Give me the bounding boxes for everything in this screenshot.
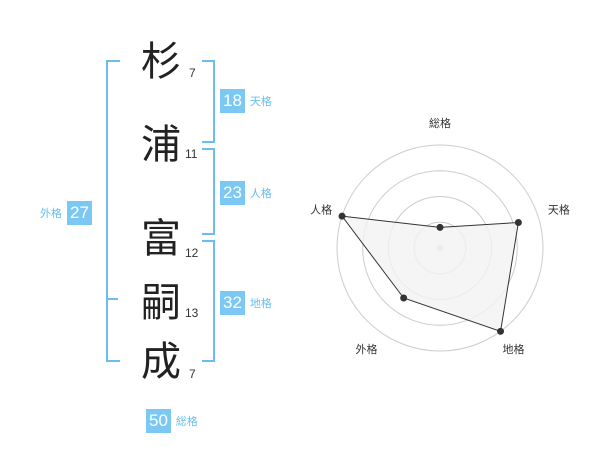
jinkaku-label: 人格 xyxy=(249,187,272,200)
stroke-count-4: 13 xyxy=(185,306,199,320)
gaikaku-bracket xyxy=(106,60,120,362)
radar-axis-label-5: 人格 xyxy=(310,202,332,216)
radar-polygon xyxy=(340,215,519,332)
gaikaku-value: 27 xyxy=(67,201,92,225)
radar-point-3 xyxy=(497,327,505,335)
jinkaku-score: 23 人格 xyxy=(220,181,272,205)
soukaku-value: 50 xyxy=(146,409,171,433)
gaikaku-score: 外格 27 xyxy=(40,201,92,225)
jinkaku-value: 23 xyxy=(220,181,245,205)
name-char-2: 浦 xyxy=(141,122,181,168)
chikaku-score: 32 地格 xyxy=(220,291,272,315)
name-char-4: 嗣 xyxy=(141,280,181,326)
chikaku-value: 32 xyxy=(220,291,245,315)
radar-grid-ring xyxy=(362,170,518,326)
soukaku-label: 総格 xyxy=(175,415,198,428)
radar-axis-label-1: 総格 xyxy=(429,116,451,130)
radar-point-5 xyxy=(338,212,346,220)
radar-point-1 xyxy=(436,223,444,231)
radar-axis-label-3: 地格 xyxy=(502,342,524,356)
name-char-1: 杉 xyxy=(141,39,181,85)
chikaku-label: 地格 xyxy=(249,297,272,310)
stroke-count-5: 7 xyxy=(189,367,196,381)
tenkaku-score: 18 天格 xyxy=(220,89,272,113)
tenkaku-bracket xyxy=(202,60,215,143)
soukaku-score: 50 総格 xyxy=(146,409,198,433)
radar-grid-ring xyxy=(336,144,544,352)
jinkaku-bracket xyxy=(202,148,215,235)
tenkaku-value: 18 xyxy=(220,89,245,113)
radar-axis-label-2: 天格 xyxy=(548,202,570,216)
gaikaku-label: 外格 xyxy=(40,207,62,220)
stroke-count-3: 12 xyxy=(185,246,199,260)
gaikaku-bracket-mid-tick xyxy=(106,298,118,300)
radar-point-2 xyxy=(514,219,522,227)
stroke-count-1: 7 xyxy=(189,66,196,80)
chikaku-bracket xyxy=(202,240,215,362)
radar-point-4 xyxy=(400,294,408,302)
tenkaku-label: 天格 xyxy=(249,95,272,108)
stroke-count-2: 11 xyxy=(185,147,198,161)
name-char-3: 富 xyxy=(141,216,181,262)
radar-axis-label-4: 外格 xyxy=(356,342,378,356)
name-char-5: 成 xyxy=(141,339,181,385)
